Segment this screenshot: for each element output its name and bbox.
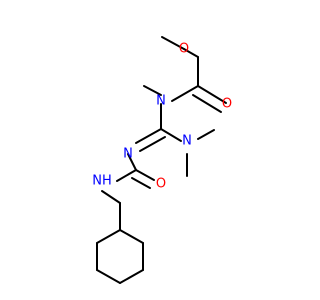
imine-nitrogen-label: N [123, 147, 133, 162]
n-methyl-bond [143, 85, 162, 96]
nh-label: NH [92, 174, 112, 189]
bond-network [96, 36, 227, 284]
cyclohexane-bond-2 [119, 229, 144, 244]
amidine-dimethyl-n-bond [160, 128, 182, 142]
atom-labels: O O N N N NH O [92, 42, 232, 192]
urea-carbonyl-to-nh-bond [116, 169, 137, 182]
carbonyl-double-bond-b [192, 94, 222, 113]
molecule-structure: O O N N N NH O [92, 36, 232, 284]
carbamate-n-bond [171, 85, 199, 102]
urea-carbonyl-double-bond-a [135, 169, 155, 181]
cyclohexane-bond-5 [96, 269, 121, 284]
ethyl-ester-bond [183, 48, 199, 58]
carbonyl-oxygen-top-label: O [222, 97, 232, 112]
imine-to-carbonyl-bond [127, 153, 137, 171]
amidine-double-bond-b [139, 136, 166, 152]
cyclohexane-bond-4 [119, 269, 144, 284]
methyl-nitrogen-label: N [156, 94, 166, 109]
urea-carbonyl-double-bond-b [131, 177, 151, 189]
ester-oxygen-label: O [179, 42, 189, 57]
amidine-double-bond-a [135, 128, 162, 144]
dimethyl-nitrogen-label: N [182, 134, 192, 149]
nh-to-ring-bond [101, 190, 121, 204]
carbonyl-oxygen-bottom-label: O [156, 177, 166, 192]
ethyl-terminal-bond [161, 36, 185, 50]
cyclohexane-bond-7 [96, 229, 121, 244]
carbonyl-double-bond-a [197, 85, 227, 104]
structure-canvas: O O N N N NH O [92, 36, 233, 284]
dimethyl-top-bond [197, 129, 215, 140]
